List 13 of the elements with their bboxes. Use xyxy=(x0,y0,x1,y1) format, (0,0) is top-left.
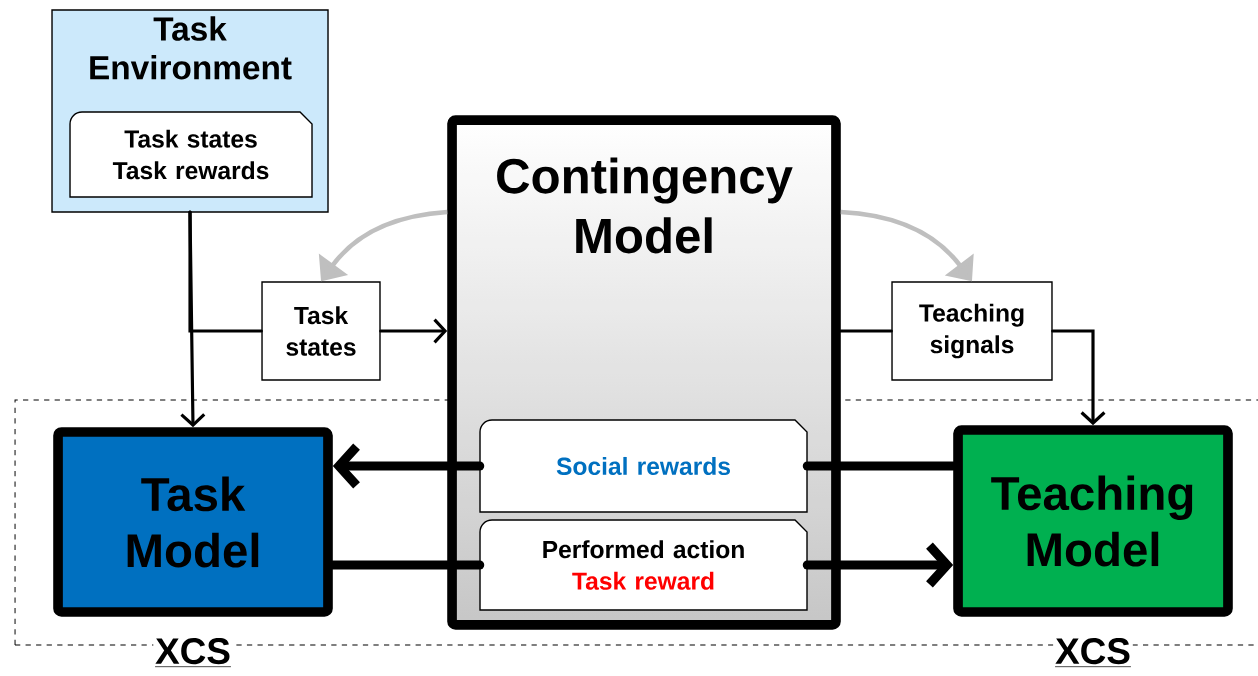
tab-box: Task states Task rewards xyxy=(69,111,313,198)
arrow xyxy=(379,318,448,344)
label-box: Teaching signals xyxy=(891,281,1053,381)
underlined-label: XCS xyxy=(1053,636,1133,670)
tab-box: Social rewards xyxy=(479,419,808,513)
arrow xyxy=(1051,329,1106,426)
model-box: Task Model xyxy=(53,427,333,617)
model-box: Teaching Model xyxy=(953,425,1233,617)
label-box: Task states xyxy=(261,281,381,381)
tab-box: Performed action Task reward xyxy=(479,519,808,611)
arrow xyxy=(802,542,954,588)
underlined-label: XCS xyxy=(153,636,233,670)
arrow xyxy=(332,443,485,489)
